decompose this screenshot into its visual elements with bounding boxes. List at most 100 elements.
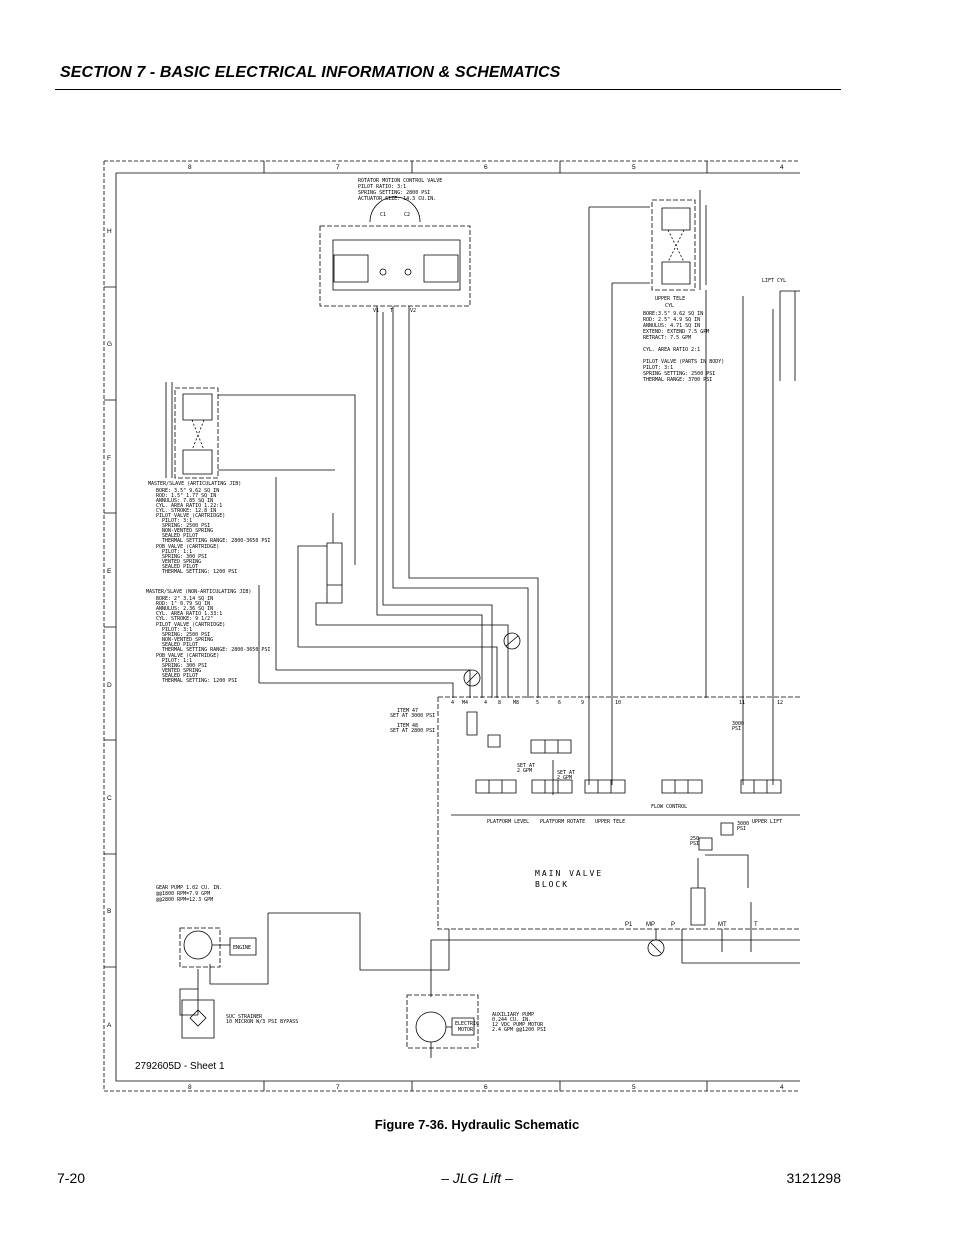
ms-art-spec: ROD: 1.5" 1.77 SQ IN [156,493,216,499]
row-label-e: E [107,568,112,575]
valve-port: 12 [777,700,783,706]
valve-port: 10 [615,700,621,706]
aux-pump-note: AUXILIARY PUMP [492,1012,534,1018]
upper-tele-spec: PILOT: 3:1 [643,365,673,371]
ms-non-spec: SEALED PILOT [162,673,198,679]
valve-port: M4 [462,700,468,706]
rotator-note-line: SPRING SETTING: 2800 PSI [358,190,430,196]
ms-art-spec: THERMAL SETTING RANGE: 2800-3650 PSI [162,538,270,544]
item-note: 250 [690,836,699,842]
row-label-f: F [107,455,111,462]
ms-non-spec: CYL. AREA RATIO 1.33:1 [156,611,222,617]
upper-tele-spec: SPRING SETTING: 2500 PSI [643,371,715,377]
ms-art-spec: ANNULUS: 7.85 SQ IN [156,498,213,504]
col-label-5-top: 5 [632,164,636,171]
rotator-port-v1: V1 [373,308,379,314]
ms-art-spec: THERMAL SETTING: 1200 PSI [162,569,237,575]
ms-non-spec: NON-VENTED SPRING [162,637,213,643]
aux-pump-note: 12 VDC PUMP MOTOR [492,1022,544,1028]
ms-non-spec: ANNULUS: 2.36 SQ IN [156,606,213,612]
footer-center: – JLG Lift – [441,1170,513,1186]
ms-art-spec: POB VALVE (CARTRIDGE) [156,544,219,550]
item-note: PSI [690,841,699,847]
ms-non-spec: THERMAL SETTING RANGE: 2800-3650 PSI [162,647,270,653]
col-label-5-bottom: 5 [632,1084,636,1091]
valve-port: M8 [513,700,519,706]
section-label-upper-lift: UPPER LIFT [752,819,782,825]
figure-caption: Figure 7-36. Hydraulic Schematic [374,1117,580,1132]
ms-art-spec: NON-VENTED SPRING [162,528,213,534]
item-note: 3000 [732,721,744,727]
ms-non-spec: PILOT: 3:1 [162,627,192,633]
port-mp: MP [646,922,655,928]
aux-pump-note: 0.244 CU. IN. [492,1017,531,1023]
ms-art-spec: PILOT VALVE (CARTRIDGE) [156,513,225,519]
upper-tele-spec: RETRACT: 7.5 GPM [643,335,691,341]
strainer-note: 10 MICRON W/3 PSI BYPASS [226,1019,298,1025]
item-note: 2 GPM [517,768,532,774]
col-label-4-bottom: 4 [780,1084,784,1091]
rotator-note-line: ROTATOR MOTION CONTROL VALVE [358,178,442,184]
section-label-flow-control: FLOW CONTROL [651,804,687,810]
item-note: SET AT 3000 PSI [390,713,435,719]
header-rule [55,89,841,90]
ms-non-spec: VENTED SPRING [162,668,201,674]
rotator-port-c1: C1 [380,212,386,218]
section-header: SECTION 7 - BASIC ELECTRICAL INFORMATION… [60,64,561,81]
rotator-note-line: PILOT RATIO: 3:1 [358,184,406,190]
upper-tele-spec: PILOT VALVE (PARTS IN BODY) [643,359,724,365]
ms-non-spec: SPRING: 300 PSI [162,663,207,669]
item-note: PSI [732,726,741,732]
electric-motor-label: MOTOR [458,1027,474,1033]
electric-motor-label: ELECTRIC [455,1021,479,1027]
col-label-7-bottom: 7 [336,1084,340,1091]
rotator-port-t: T [390,308,393,314]
ms-non-spec: BORE: 2" 3.14 SQ IN [156,596,213,602]
ms-non-spec: ROD: 1" 0.79 SQ IN [156,601,210,607]
upper-tele-label: UPPER TELE [655,296,685,302]
doc-number: 3121298 [786,1170,841,1186]
valve-port: 8 [498,700,501,706]
item-note: PSI [737,826,746,832]
port-p1: P1 [625,922,633,928]
row-label-b: B [107,908,111,915]
ms-art-spec: BORE: 3.5" 9.62 SQ IN [156,488,219,494]
ms-art-spec: CYL. STROKE: 12.8 IN [156,508,216,514]
item-note: SET AT [517,763,535,769]
ms-non-spec: PILOT VALVE (CARTRIDGE) [156,622,225,628]
item-note: ITEM 47 [397,708,418,714]
valve-port: 4 [484,700,487,706]
ms-art-spec: PILOT: 1:1 [162,549,192,555]
section-label-platform-rotate: PLATFORM ROTATE [540,819,585,825]
rotator-port-v2: V2 [410,308,416,314]
gear-pump-note: @@1800 RPM=7.9 GPM [156,891,210,897]
valve-port: 4 [451,700,454,706]
ms-art-spec: CYL. AREA RATIO 1.22:1 [156,503,222,509]
ms-art-spec: VENTED SPRING [162,559,201,565]
col-label-8-bottom: 8 [188,1084,192,1091]
row-label-c: C [107,795,112,802]
upper-tele-spec: EXTEND: EXTEND 7.5 GPM [643,329,709,335]
col-label-4-top: 4 [780,164,784,171]
upper-tele-spec: BORE:3.5" 9.62 SQ IN [643,311,703,317]
upper-tele-spec: THERMAL RANGE: 3700 PSI [643,377,712,383]
main-valve-block-label: BLOCK [535,880,569,889]
upper-tele-spec: ROD: 2.5" 4.9 SQ IN [643,317,700,323]
col-label-6-top: 6 [484,164,488,171]
row-label-h: H [107,228,112,235]
row-label-d: D [107,682,112,689]
rotator-note-line: ACTUATOR SIZE: 14.3 CU.IN. [358,196,436,202]
lift-cyl-label: LIFT CYL [762,278,786,284]
col-label-6-bottom: 6 [484,1084,488,1091]
ms-art-spec: SPRING: 300 PSI [162,554,207,560]
section-label-upper-tele: UPPER TELE [595,819,625,825]
ms-non-spec: THERMAL SETTING: 1200 PSI [162,678,237,684]
ms-art-spec: SPRING: 2500 PSI [162,523,210,529]
col-label-7-top: 7 [336,164,340,171]
row-label-g: G [107,341,112,348]
valve-port: 5 [536,700,539,706]
aux-pump-note: 2.4 GPM @@1200 PSI [492,1027,546,1033]
upper-tele-spec: CYL. AREA RATIO 2:1 [643,347,700,353]
engine-label: ENGINE [233,945,251,951]
valve-port: 6 [558,700,561,706]
